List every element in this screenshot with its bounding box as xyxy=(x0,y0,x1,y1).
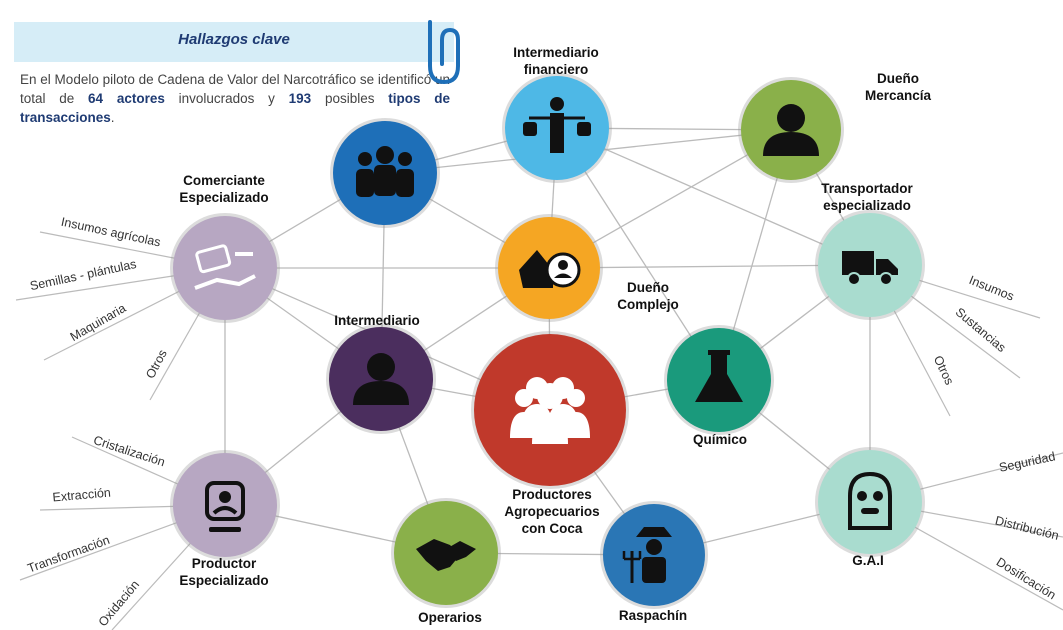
spoke-label: Transformación xyxy=(26,533,112,576)
callout-header xyxy=(14,22,454,62)
node-label-gai: G.A.I xyxy=(852,553,884,568)
callout-actors: 64 actores xyxy=(88,91,165,106)
node-transportador xyxy=(815,210,925,320)
node-operarios xyxy=(391,498,501,608)
node-dueno-complejo xyxy=(495,214,603,322)
node-circle xyxy=(173,453,277,557)
node-comerciante xyxy=(170,213,280,323)
spoke-label: Semillas - plántulas xyxy=(29,257,138,293)
key-findings-callout: Hallazgos clave En el Modelo piloto de C… xyxy=(14,14,460,127)
handshake-icon xyxy=(416,539,476,571)
node-circle xyxy=(474,334,626,486)
node-label-raspachin: Raspachín xyxy=(619,608,687,623)
callout-text-1: En el Modelo piloto de Cadena de Valor d… xyxy=(20,72,450,106)
node-productores xyxy=(471,331,629,489)
edge-dueno_complejo-transportador xyxy=(548,264,871,269)
edge-intermediario_financiero-transportador xyxy=(556,127,871,266)
node-quimico xyxy=(664,325,774,435)
person-icon xyxy=(353,353,409,405)
group-icon xyxy=(510,377,590,444)
spoke-label: Seguridad xyxy=(998,449,1057,475)
node-dueno-mercancia xyxy=(738,77,844,183)
node-intermediario-financiero xyxy=(502,73,612,183)
house-icon xyxy=(519,250,581,288)
spoke-label: Dosificación xyxy=(994,555,1059,603)
node-label-intermediario: Intermediario xyxy=(334,313,420,328)
callout-transaction-types: tipos de transacciones xyxy=(20,91,450,125)
node-circle xyxy=(818,450,922,554)
node-circle xyxy=(173,216,277,320)
truck-icon xyxy=(842,251,898,286)
node-gai xyxy=(815,447,925,557)
spoke-label: Insumos agrícolas xyxy=(60,215,162,250)
callout-transactions: 193 xyxy=(288,91,312,106)
node-label-quimico: Químico xyxy=(693,432,747,447)
pin-icon xyxy=(205,481,245,532)
spoke-label: Otros xyxy=(931,354,957,388)
mask-icon xyxy=(848,471,892,530)
callout-text-4: . xyxy=(110,110,115,125)
callout-text-2: involucrados y xyxy=(164,91,289,106)
people-icon xyxy=(356,146,414,197)
spoke-label: Extracción xyxy=(52,485,111,504)
money-icon xyxy=(523,97,591,153)
node-grupo xyxy=(330,118,440,228)
callout-text-3: posibles xyxy=(311,91,389,106)
callout-text: En el Modelo piloto de Cadena de Valor d… xyxy=(20,70,450,127)
flask-icon xyxy=(695,350,743,402)
nodes xyxy=(170,73,925,609)
spoke-label: Otros xyxy=(143,347,170,381)
node-raspachin xyxy=(600,501,708,609)
node-label-operarios: Operarios xyxy=(418,610,482,625)
paperclip-icon xyxy=(428,20,460,85)
handshake2-icon xyxy=(194,244,256,290)
node-intermediario xyxy=(326,324,436,434)
person-icon xyxy=(763,104,819,156)
spoke-label: Sustancias xyxy=(953,305,1009,355)
callout-title: Hallazgos clave xyxy=(178,31,290,48)
spoke-label: Maquinaria xyxy=(68,301,129,344)
node-productor xyxy=(170,450,280,560)
spoke-label: Distribución xyxy=(994,513,1061,542)
farmer-icon xyxy=(622,527,672,583)
spoke-label: Insumos xyxy=(967,273,1016,304)
